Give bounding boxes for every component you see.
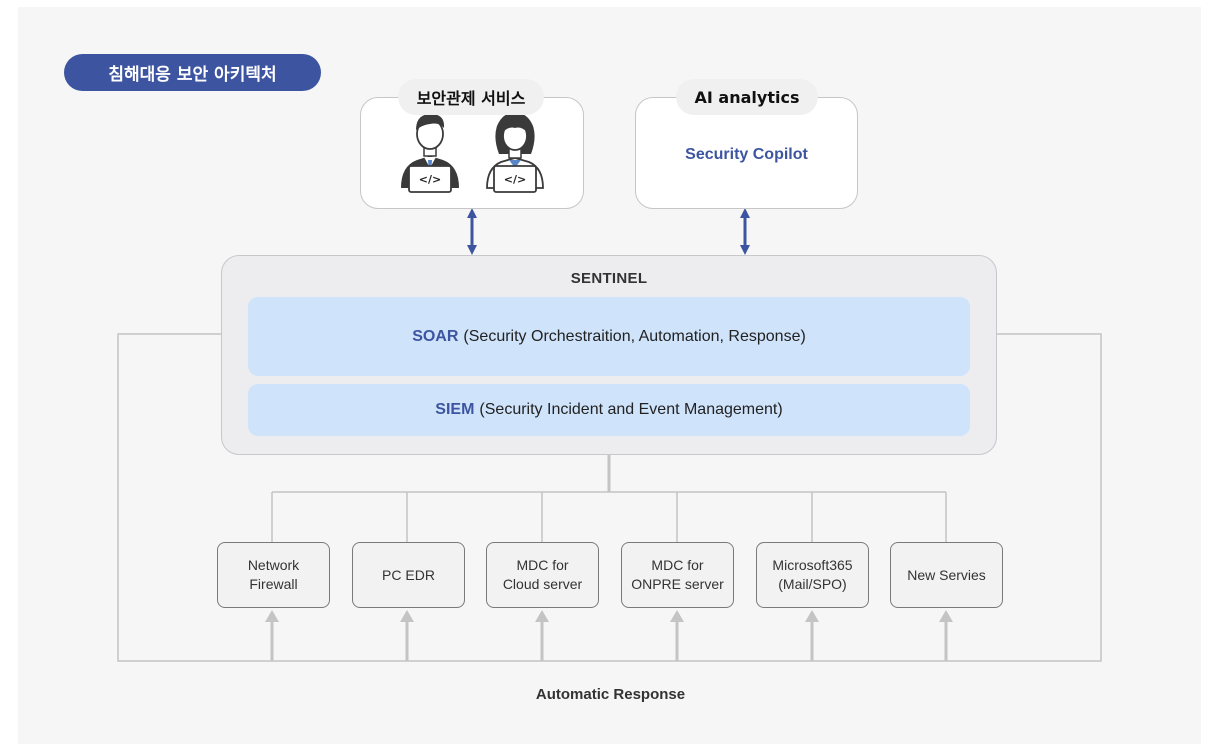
- analysts-illustration: </> </>: [401, 112, 544, 193]
- response-arrowhead-4: [805, 610, 819, 622]
- female-analyst-icon: </>: [486, 112, 544, 193]
- source-network-firewall: Network Firewall: [217, 542, 330, 608]
- soar-abbr: SOAR: [412, 327, 459, 345]
- siem-band: SIEM (Security Incident and Event Manage…: [248, 384, 970, 436]
- siem-abbr: SIEM: [435, 401, 475, 418]
- response-arrowhead-3: [670, 610, 684, 622]
- source-mdc-onpre: MDC for ONPRE server: [621, 542, 734, 608]
- response-loop-line: [117, 333, 1102, 662]
- source-mdc-cloud: MDC for Cloud server: [486, 542, 599, 608]
- response-arrowhead-5: [939, 610, 953, 622]
- response-arrowhead-2: [535, 610, 549, 622]
- soc-service-card: </> </>: [360, 97, 584, 209]
- male-laptop-code-text: </>: [419, 173, 441, 186]
- soar-full: (Security Orchestraition, Automation, Re…: [463, 327, 806, 345]
- sentinel-title: SENTINEL: [570, 270, 648, 287]
- ai-analytics-title: AI analytics: [676, 79, 818, 115]
- female-laptop-code-text: </>: [504, 173, 526, 186]
- soc-service-title: 보안관제 서비스: [398, 79, 544, 115]
- sentinel-container: SENTINEL SOAR (Security Orchestraition, …: [221, 255, 997, 455]
- male-analyst-icon: </>: [401, 114, 459, 193]
- response-arrowhead-0: [265, 610, 279, 622]
- siem-full: (Security Incident and Event Management): [479, 401, 783, 418]
- source-pc-edr: PC EDR: [352, 542, 465, 608]
- automatic-response-label: Automatic Response: [535, 686, 686, 703]
- security-copilot-label: Security Copilot: [685, 146, 808, 163]
- response-arrowhead-1: [400, 610, 414, 622]
- source-new-services: New Servies: [890, 542, 1003, 608]
- section-title-badge: 침해대응 보안 아키텍처: [64, 54, 321, 91]
- source-microsoft365: Microsoft365 (Mail/SPO): [756, 542, 869, 608]
- soar-band: SOAR (Security Orchestraition, Automatio…: [248, 297, 970, 376]
